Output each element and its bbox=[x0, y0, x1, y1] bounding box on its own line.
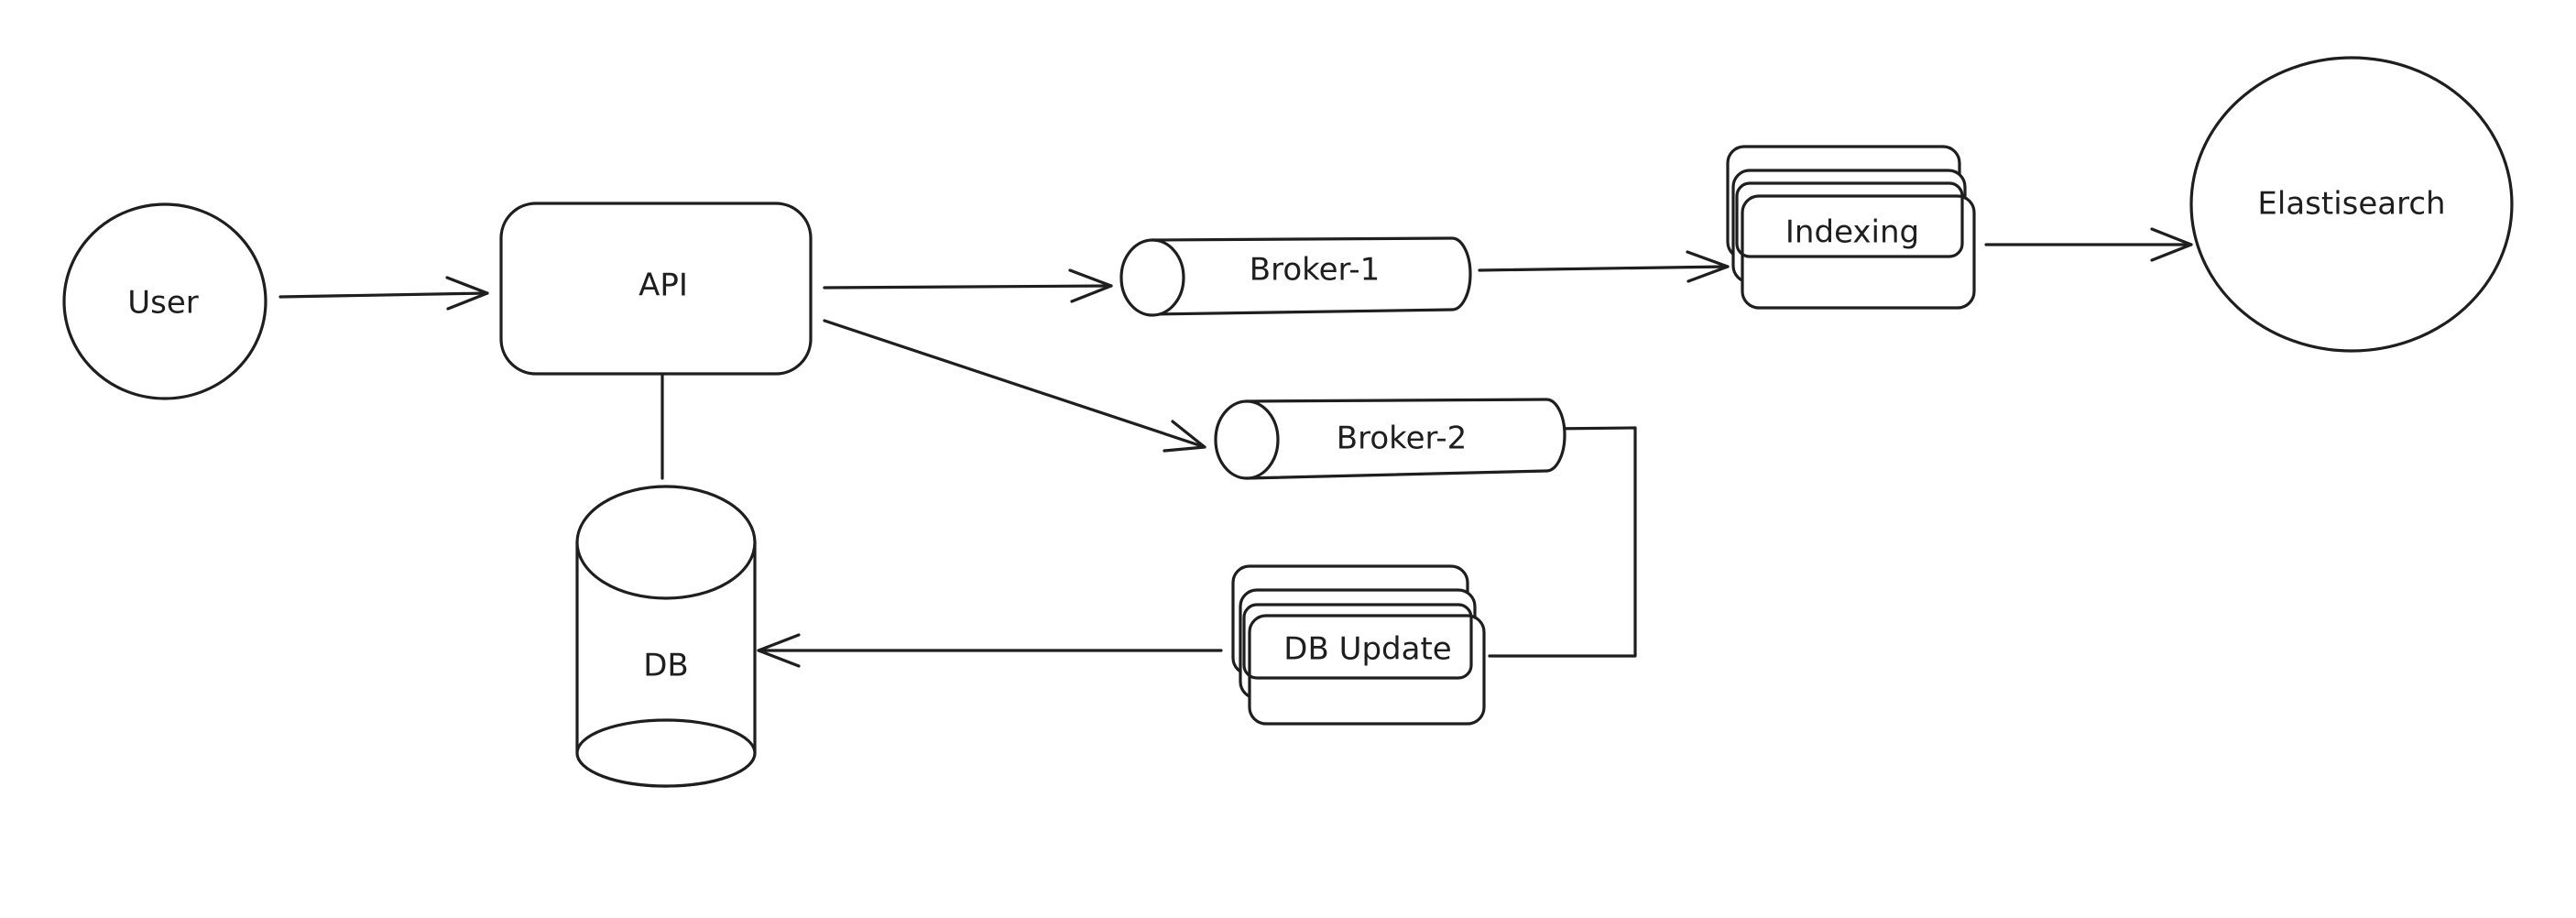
edge-api-to-broker1 bbox=[823, 268, 1113, 303]
edge-api-to-broker2 bbox=[823, 319, 1206, 453]
broker1-label: Broker-1 bbox=[1250, 252, 1380, 289]
broker1-node: Broker-1 bbox=[1119, 236, 1472, 317]
db-label: DB bbox=[643, 648, 689, 684]
edge-broker2-to-dbupdate bbox=[1488, 426, 1637, 658]
edge-broker1-to-indexing bbox=[1478, 250, 1730, 283]
user-label: User bbox=[127, 285, 199, 322]
elasticsearch-label: Elastisearch bbox=[2257, 186, 2445, 223]
indexing-node: Indexing bbox=[1726, 145, 1976, 310]
user-node: User bbox=[62, 202, 267, 400]
db-node: DB bbox=[575, 485, 757, 788]
edge-user-to-api bbox=[278, 276, 489, 311]
db-update-label: DB Update bbox=[1283, 631, 1451, 668]
broker2-node: Broker-2 bbox=[1214, 398, 1566, 480]
indexing-label: Indexing bbox=[1785, 214, 1919, 251]
edge-indexing-to-elasticsearch bbox=[1984, 227, 2193, 262]
broker2-label: Broker-2 bbox=[1337, 421, 1467, 457]
api-node: API bbox=[499, 202, 813, 376]
db-update-node: DB Update bbox=[1231, 564, 1486, 726]
elasticsearch-node: Elastisearch bbox=[2189, 56, 2514, 353]
api-label: API bbox=[639, 268, 688, 304]
edge-dbupdate-to-db bbox=[757, 633, 1223, 668]
